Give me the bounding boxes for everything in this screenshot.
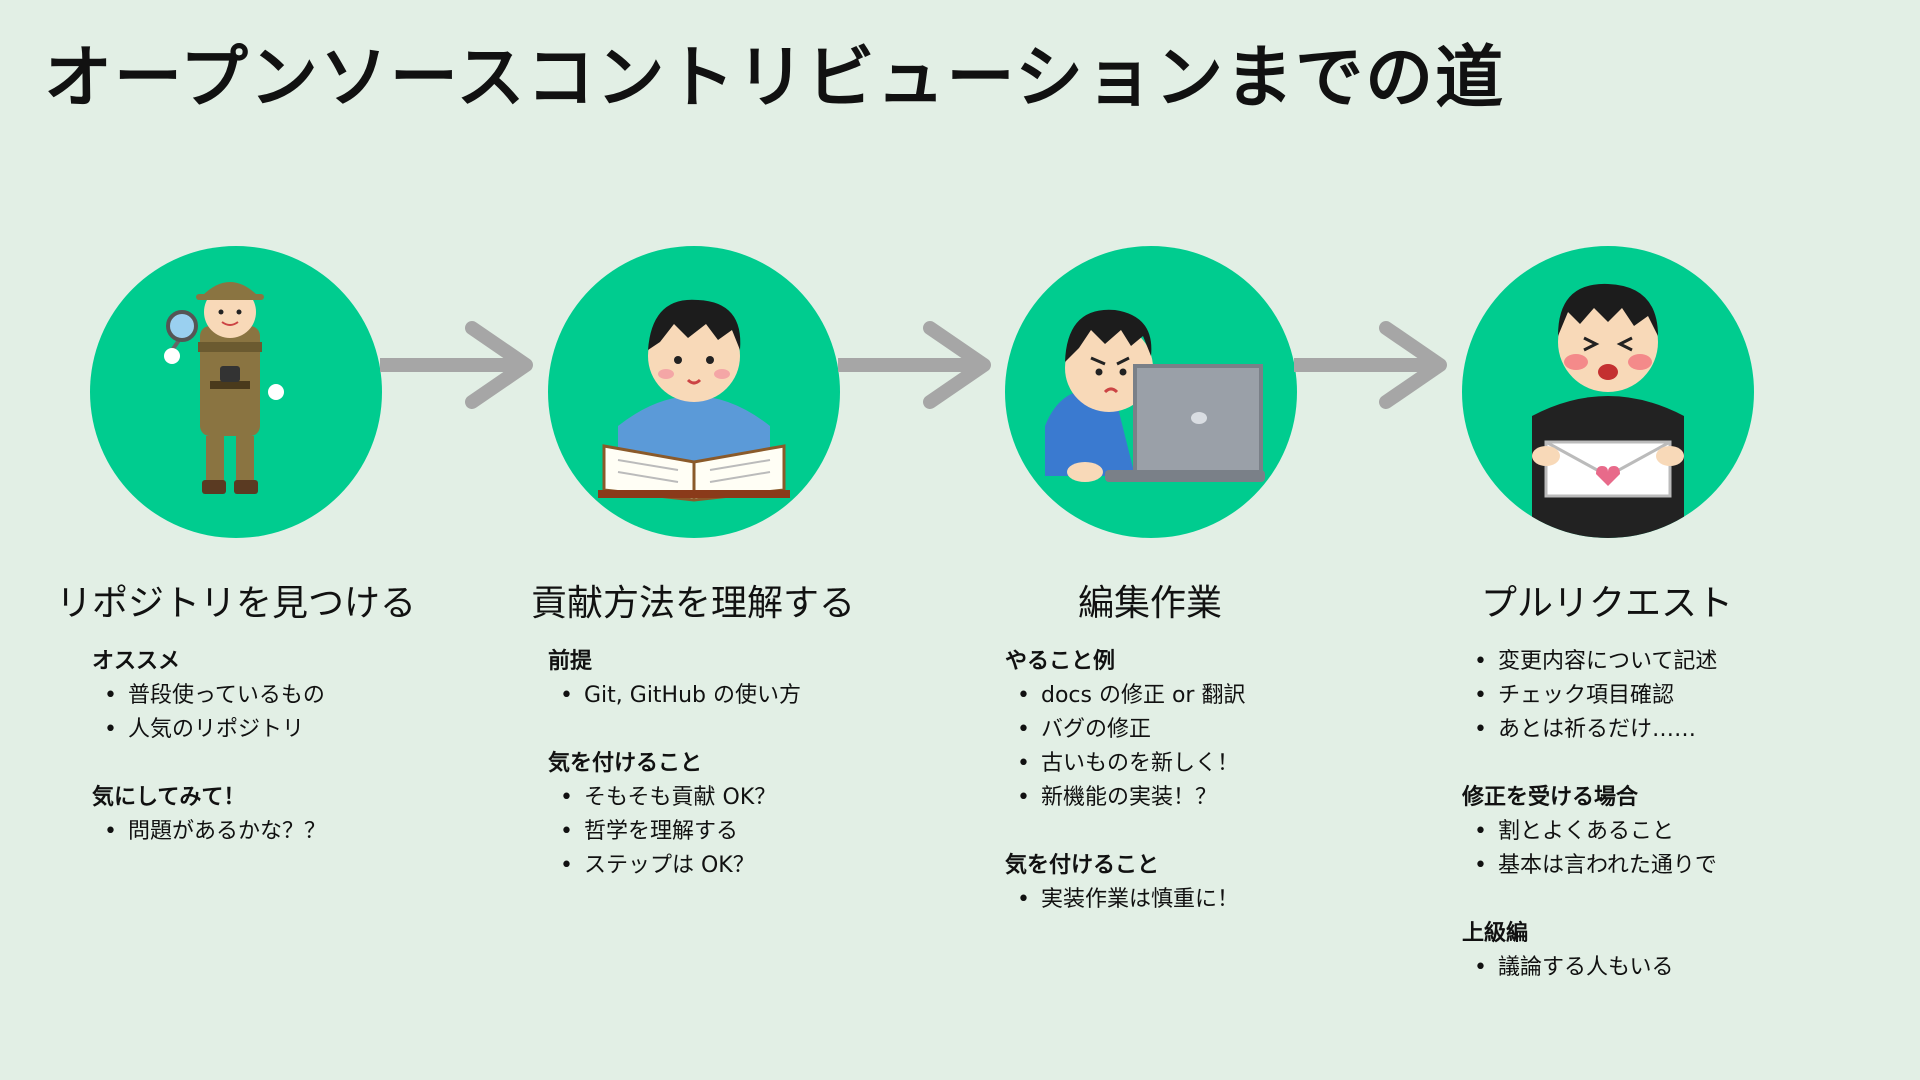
bullet-list: 問題があるかな？？ <box>92 815 452 849</box>
section-heading: 気にしてみて！ <box>92 785 246 810</box>
step-3-circle <box>1005 246 1297 538</box>
step-1-details: オススメ 普段使っているもの 人気のリポジトリ 気にしてみて！ 問題があるかな？… <box>92 645 452 883</box>
list-item: バグの修正 <box>1017 713 1365 747</box>
list-item: docs の修正 or 翻訳 <box>1017 679 1365 713</box>
list-item: 変更内容について記述 <box>1474 645 1822 679</box>
section-heading: 前提 <box>548 649 593 674</box>
list-item: チェック項目確認 <box>1474 679 1822 713</box>
bullet-list: 議論する人もいる <box>1462 951 1822 985</box>
list-item: 新機能の実装！？ <box>1017 781 1365 815</box>
section-heading: 修正を受ける場合 <box>1462 785 1639 810</box>
list-item: 古いものを新しく！ <box>1017 747 1365 781</box>
step-title-1: リポジトリを見つける <box>55 583 416 624</box>
list-item: 割とよくあること <box>1474 815 1822 849</box>
section: やること例 docs の修正 or 翻訳 バグの修正 古いものを新しく！ 新機能… <box>1005 645 1365 815</box>
step-3-details: やること例 docs の修正 or 翻訳 バグの修正 古いものを新しく！ 新機能… <box>1005 645 1365 951</box>
bullet-list: 普段使っているもの 人気のリポジトリ <box>92 679 452 747</box>
section: 前提 Git, GitHub の使い方 <box>548 645 908 713</box>
section: 気を付けること そもそも貢献 OK？ 哲学を理解する ステップは OK？ <box>548 747 908 883</box>
step-2-circle <box>548 246 840 538</box>
section: 気を付けること 実装作業は慎重に！ <box>1005 849 1365 917</box>
list-item: Git, GitHub の使い方 <box>560 679 908 713</box>
section: 修正を受ける場合 割とよくあること 基本は言われた通りで <box>1462 781 1822 883</box>
list-item: 問題があるかな？？ <box>104 815 452 849</box>
section-heading: 気を付けること <box>548 751 703 776</box>
letter-boy-illustration <box>1532 283 1684 538</box>
step-4-circle <box>1462 246 1754 538</box>
section: 変更内容について記述 チェック項目確認 あとは祈るだけ…… <box>1462 645 1822 747</box>
list-item: 哲学を理解する <box>560 815 908 849</box>
list-item: 普段使っているもの <box>104 679 452 713</box>
section: オススメ 普段使っているもの 人気のリポジトリ <box>92 645 452 747</box>
section-heading: 気を付けること <box>1005 853 1160 878</box>
list-item: 実装作業は慎重に！ <box>1017 883 1365 917</box>
step-4-details: 変更内容について記述 チェック項目確認 あとは祈るだけ…… 修正を受ける場合 割… <box>1462 645 1822 1019</box>
section: 気にしてみて！ 問題があるかな？？ <box>92 781 452 849</box>
list-item: そもそも貢献 OK？ <box>560 781 908 815</box>
step-2-details: 前提 Git, GitHub の使い方 気を付けること そもそも貢献 OK？ 哲… <box>548 645 908 917</box>
section-heading: やること例 <box>1005 649 1116 674</box>
step-title-4: プルリクエスト <box>1480 583 1733 624</box>
list-item: 人気のリポジトリ <box>104 713 452 747</box>
list-item: ステップは OK？ <box>560 849 908 883</box>
bullet-list: Git, GitHub の使い方 <box>548 679 908 713</box>
bullet-list: 実装作業は慎重に！ <box>1005 883 1365 917</box>
section: 上級編 議論する人もいる <box>1462 917 1822 985</box>
reading-boy-illustration <box>598 299 790 502</box>
arrow-right-icon <box>1294 321 1447 409</box>
arrow-right-icon <box>380 321 533 409</box>
bullet-list: そもそも貢献 OK？ 哲学を理解する ステップは OK？ <box>548 781 908 883</box>
page-title: オープンソースコントリビューションまでの道 <box>44 39 1506 118</box>
step-title-2: 貢献方法を理解する <box>530 583 855 624</box>
list-item: 議論する人もいる <box>1474 951 1822 985</box>
section-heading: オススメ <box>92 649 181 674</box>
list-item: あとは祈るだけ…… <box>1474 713 1822 747</box>
arrow-right-icon <box>838 321 991 409</box>
list-item: 基本は言われた通りで <box>1474 849 1822 883</box>
laptop-boy-illustration <box>1045 309 1265 482</box>
section-heading: 上級編 <box>1462 921 1529 946</box>
step-title-3: 編集作業 <box>1077 583 1222 624</box>
step-1-circle <box>90 246 382 538</box>
explorer-illustration <box>164 282 284 494</box>
bullet-list: 割とよくあること 基本は言われた通りで <box>1462 815 1822 883</box>
bullet-list: docs の修正 or 翻訳 バグの修正 古いものを新しく！ 新機能の実装！？ <box>1005 679 1365 815</box>
bullet-list: 変更内容について記述 チェック項目確認 あとは祈るだけ…… <box>1462 645 1822 747</box>
